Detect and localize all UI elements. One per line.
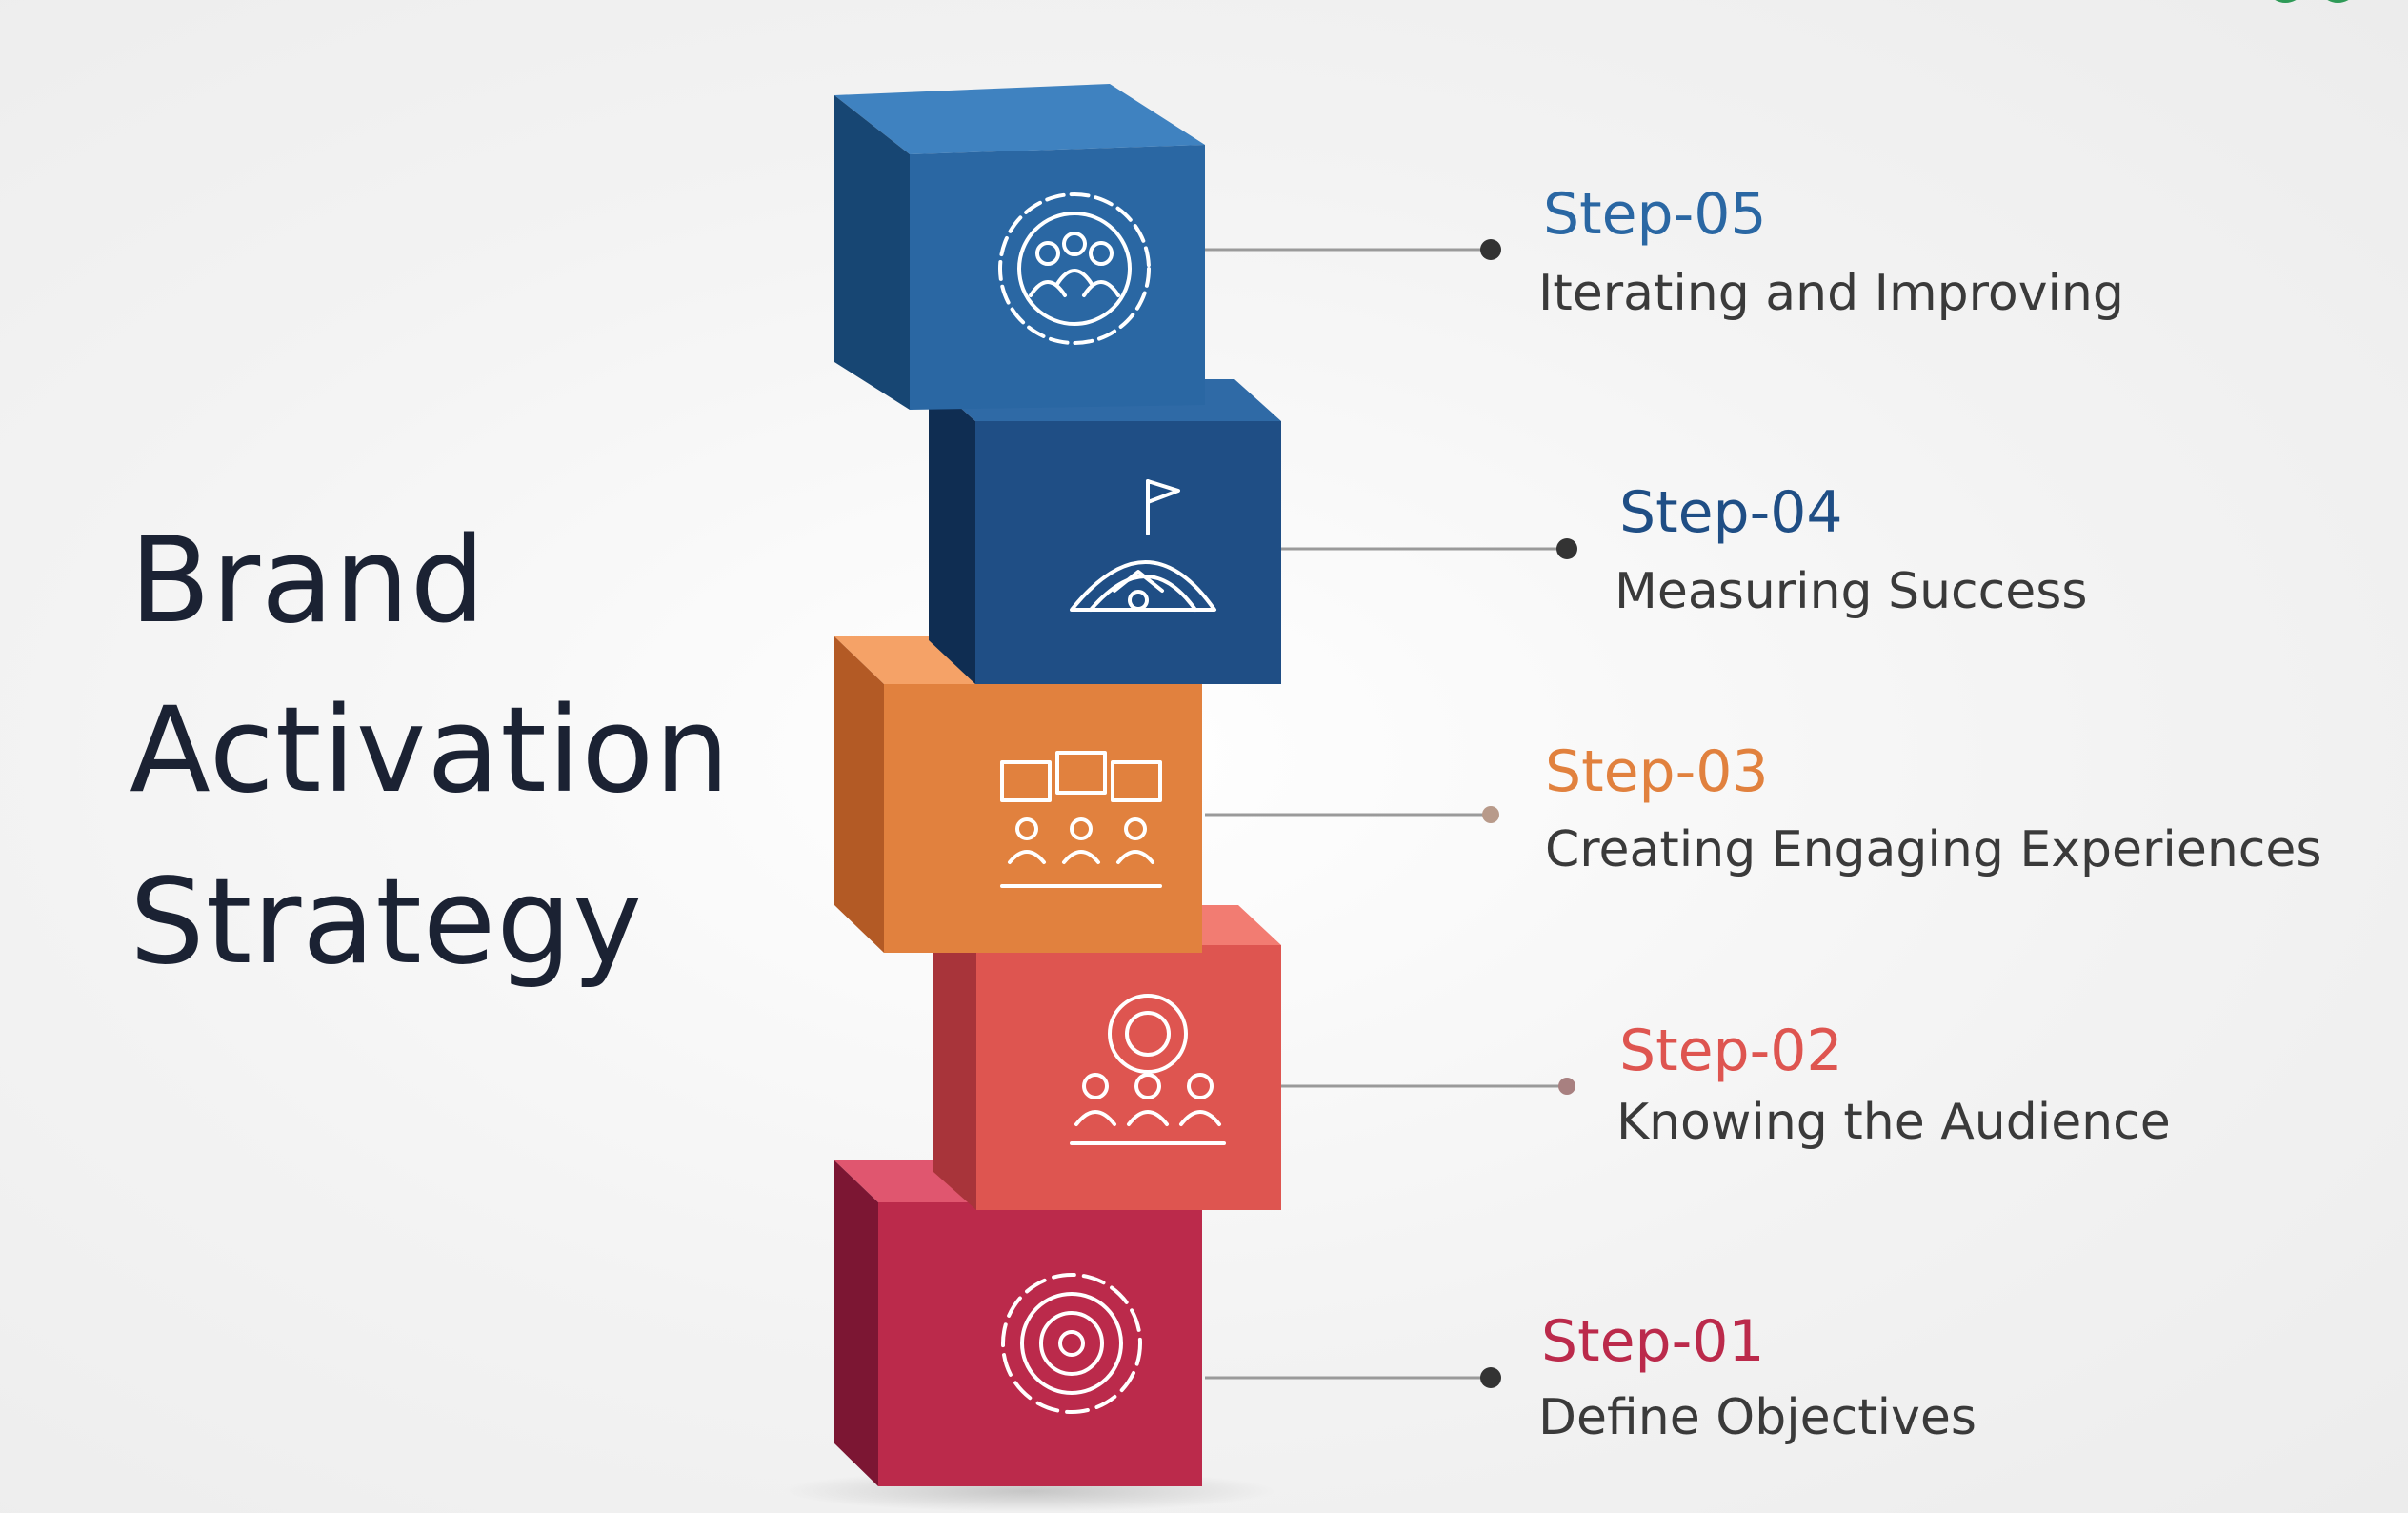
connector-dot-04 <box>1556 538 1577 559</box>
cube-04-front <box>975 421 1281 684</box>
step-03-desc: Creating Engaging Experiences <box>1545 821 2322 878</box>
step-05-label: Step-05 <box>1543 181 1767 248</box>
step-02-label: Step-02 <box>1619 1018 1843 1084</box>
title-line-1: Brand <box>130 513 487 650</box>
step-04-label: Step-04 <box>1619 479 1843 546</box>
audience-target-icon <box>1070 994 1226 1145</box>
connectors <box>1205 248 1567 1380</box>
step-03-label: Step-03 <box>1545 738 1769 805</box>
cube-05-side <box>834 95 910 410</box>
step-01-desc: Define Objectives <box>1538 1389 1977 1446</box>
title-line-2: Activation <box>130 682 731 819</box>
title-line-3: Strategy <box>130 854 644 991</box>
presentation-people-icon <box>1000 751 1162 888</box>
connector-dot-02 <box>1558 1078 1575 1095</box>
connector-dots <box>1480 239 1577 1388</box>
cube-02-side <box>933 905 976 1210</box>
cube-step-04 <box>929 379 1281 684</box>
step-02-desc: Knowing the Audience <box>1616 1094 2171 1151</box>
connector-dot-03 <box>1482 806 1499 823</box>
cube-03-front <box>884 684 1202 953</box>
cube-step-03 <box>834 636 1202 953</box>
step-05-desc: Iterating and Improving <box>1538 265 2124 322</box>
cube-step-05 <box>834 84 1205 410</box>
target-icon <box>1001 1273 1142 1414</box>
cube-05-front <box>910 145 1205 410</box>
connector-dot-01 <box>1480 1367 1501 1388</box>
step-04-desc: Measuring Success <box>1615 563 2088 620</box>
corner-logo-fragment <box>2275 0 2349 3</box>
mountain-flag-icon <box>1070 479 1216 612</box>
cube-02-front <box>976 945 1281 1210</box>
cube-05-top <box>834 84 1205 154</box>
step-01-label: Step-01 <box>1541 1308 1765 1375</box>
team-gear-icon <box>998 192 1151 345</box>
cube-03-side <box>834 636 884 953</box>
cube-01-side <box>834 1160 878 1486</box>
cube-04-side <box>929 379 975 684</box>
connector-dot-05 <box>1480 239 1501 260</box>
